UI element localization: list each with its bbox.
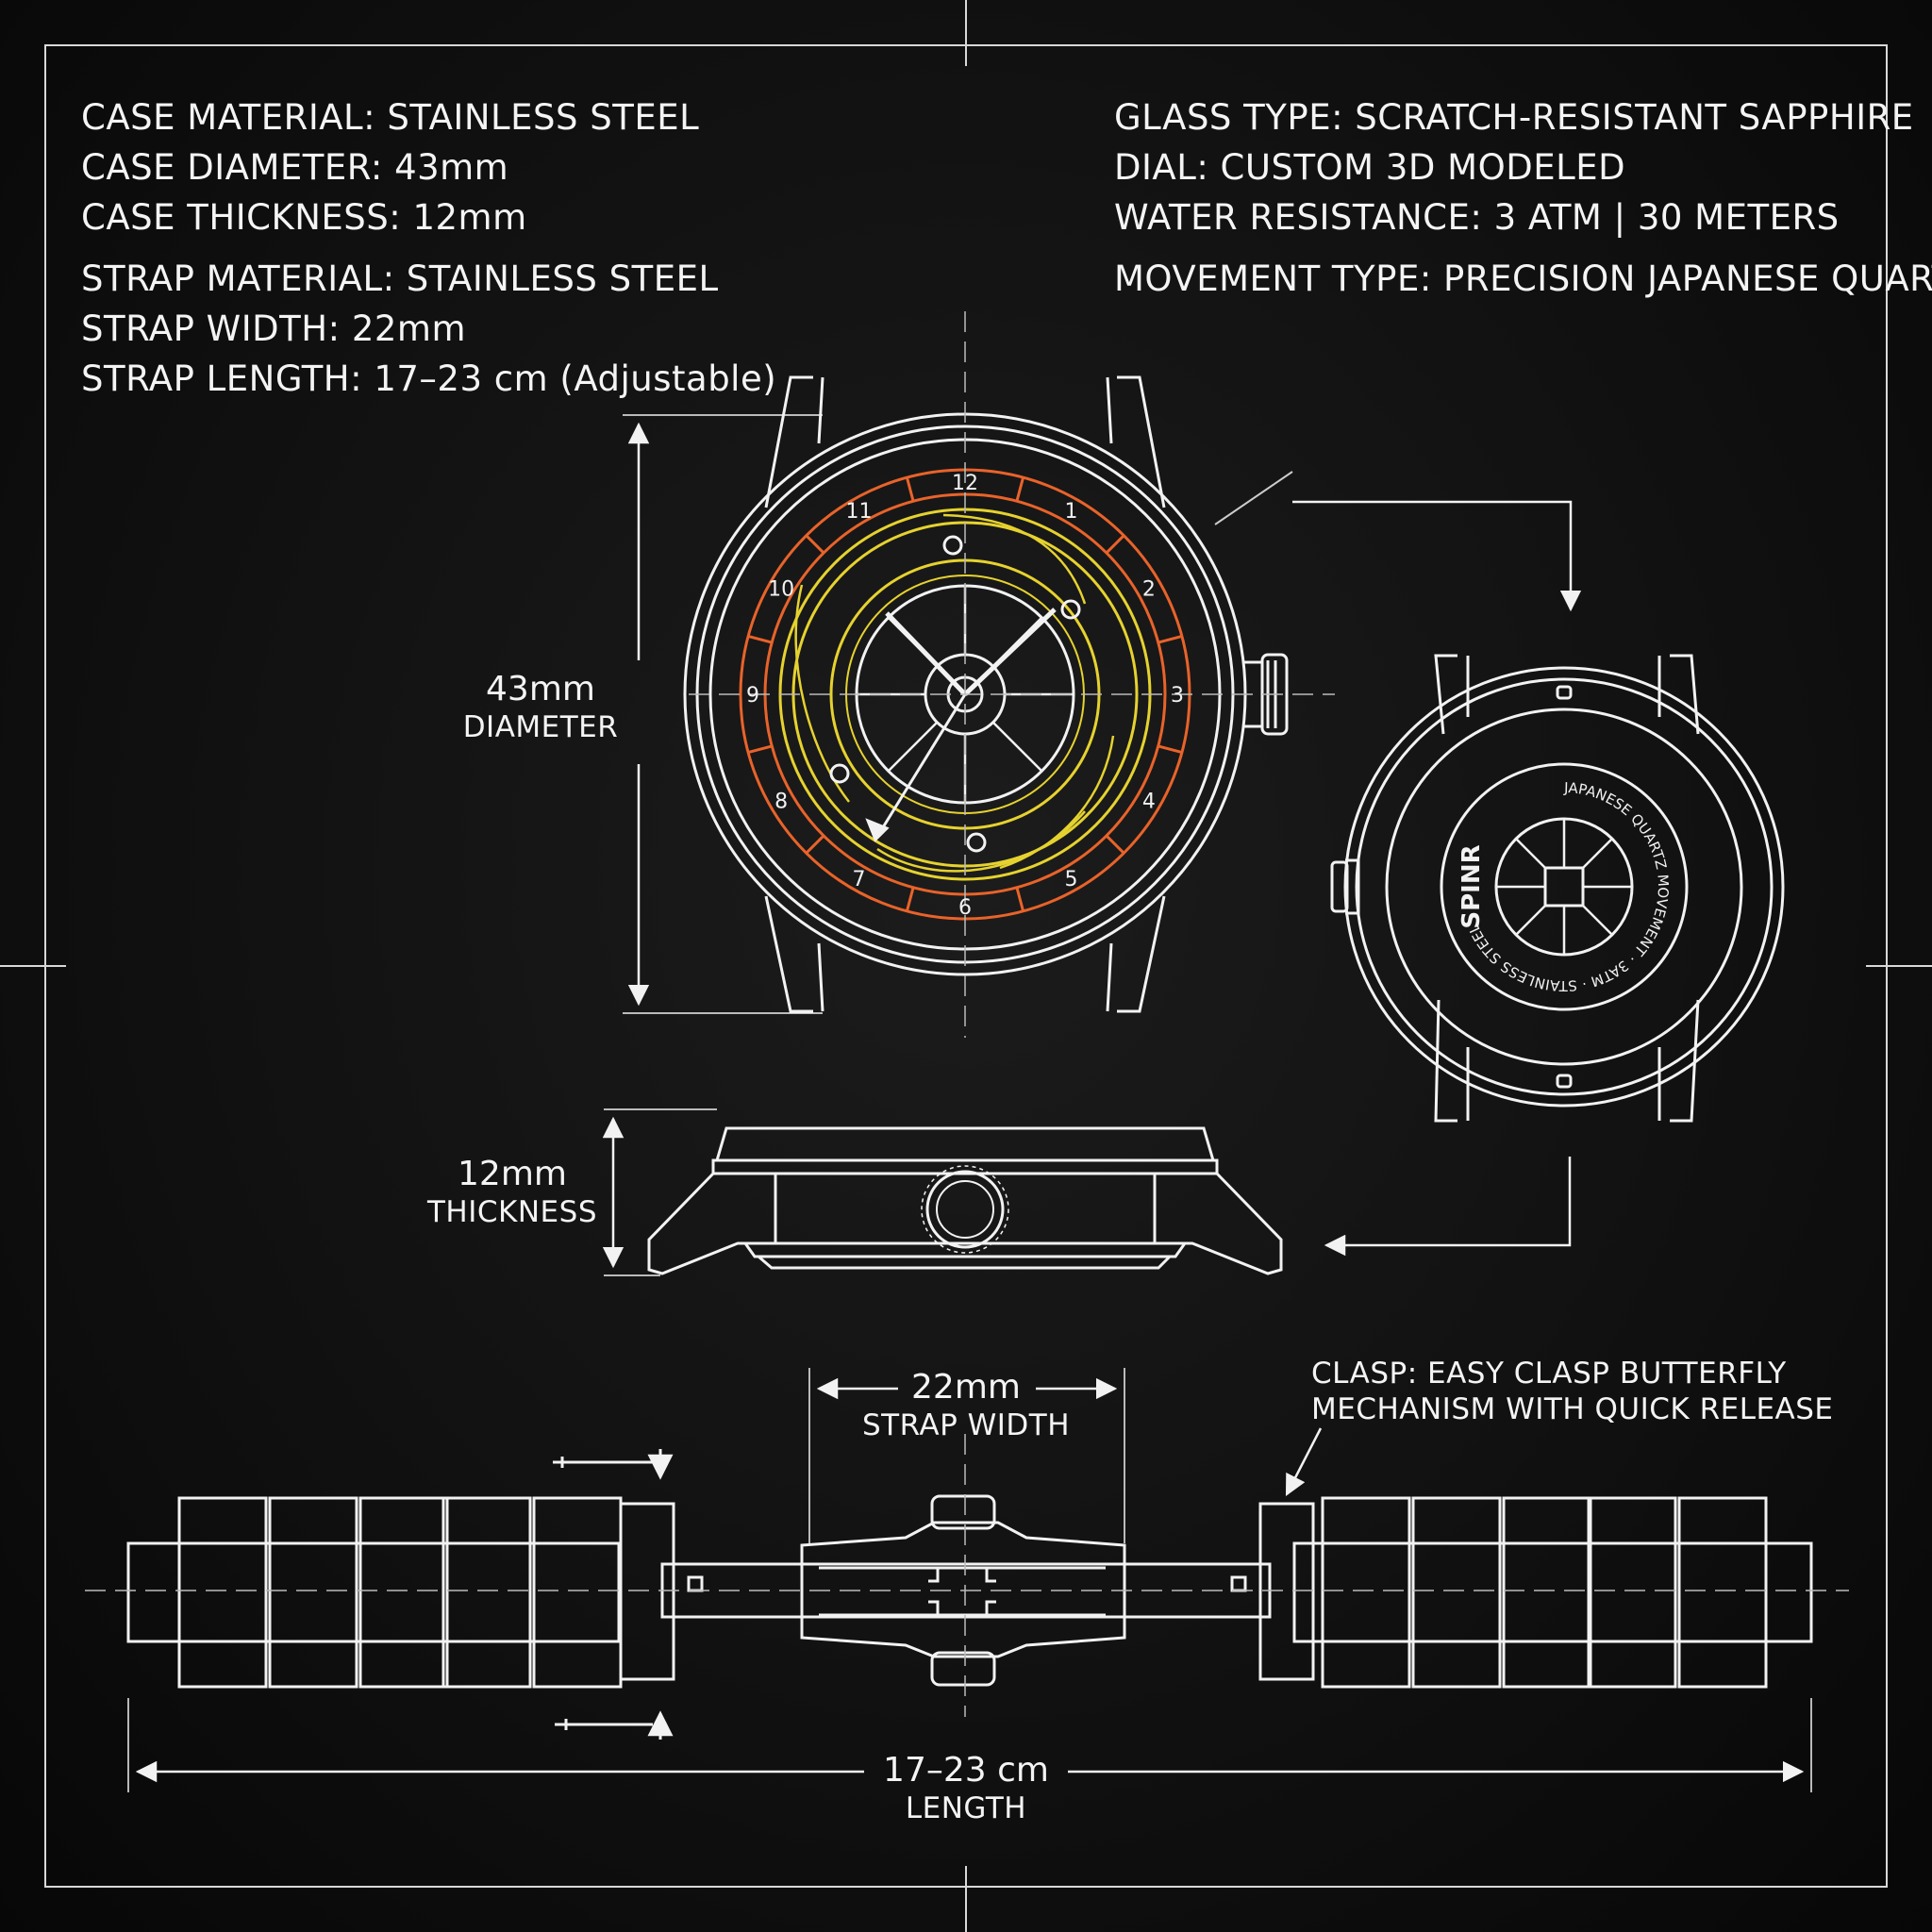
spec-strap-length: STRAP LENGTH: 17–23 cm (Adjustable) bbox=[81, 358, 777, 399]
spec-movement-type: MOVEMENT TYPE: PRECISION JAPANESE QUARTZ bbox=[1114, 258, 1932, 299]
dial-numeral-4: 4 bbox=[1142, 791, 1156, 814]
dial-numeral-9: 9 bbox=[746, 684, 759, 708]
spec-strap-width: STRAP WIDTH: 22mm bbox=[81, 308, 466, 349]
dial-notch bbox=[805, 834, 825, 855]
dial-numeral-7: 7 bbox=[853, 868, 866, 891]
dial-numeral-12: 12 bbox=[952, 472, 978, 495]
dial-numeral-6: 6 bbox=[958, 896, 972, 920]
specs-right: GLASS TYPE: SCRATCH-RESISTANT SAPPHIRE D… bbox=[1114, 92, 1932, 304]
dial-notch bbox=[747, 744, 773, 755]
dial-numeral-2: 2 bbox=[1142, 578, 1156, 602]
spec-dial: DIAL: CUSTOM 3D MODELED bbox=[1114, 147, 1626, 188]
clasp-note-line2: MECHANISM WITH QUICK RELEASE bbox=[1311, 1392, 1834, 1426]
thickness-label: 12mm THICKNESS bbox=[427, 1155, 597, 1229]
watch-back-view bbox=[1330, 654, 1785, 1123]
dial-notch bbox=[1158, 744, 1183, 755]
clasp-leader-arrow bbox=[1285, 1427, 1323, 1497]
spec-water-resistance: WATER RESISTANCE: 3 ATM | 30 METERS bbox=[1114, 197, 1840, 238]
caseback-brand: SPINR bbox=[1457, 844, 1486, 928]
dial-numeral-11: 11 bbox=[846, 500, 873, 524]
clasp-note-line1: CLASP: EASY CLASP BUTTERFLY bbox=[1311, 1357, 1787, 1391]
spec-strap-material: STRAP MATERIAL: STAINLESS STEEL bbox=[81, 258, 719, 299]
length-dimension bbox=[127, 1698, 1812, 1792]
spec-case-thickness: CASE THICKNESS: 12mm bbox=[81, 197, 527, 238]
thickness-dimension bbox=[602, 1108, 717, 1276]
dial-notch bbox=[1015, 887, 1025, 912]
dial-notch bbox=[1015, 476, 1025, 502]
strap-width-dimension bbox=[808, 1368, 1125, 1543]
dial-notch bbox=[747, 634, 773, 644]
diameter-dimension bbox=[623, 414, 823, 1014]
dial-notch bbox=[1105, 834, 1125, 855]
dial-numeral-10: 10 bbox=[768, 578, 794, 602]
watch-side-view bbox=[647, 1126, 1283, 1275]
length-label: 17–23 cm LENGTH bbox=[883, 1751, 1049, 1825]
dial-numeral-3: 3 bbox=[1171, 684, 1184, 708]
dial-numeral-5: 5 bbox=[1065, 868, 1078, 891]
clasp-note: CLASP: EASY CLASP BUTTERFLY MECHANISM WI… bbox=[1311, 1356, 1834, 1427]
bracelet-drawing bbox=[126, 1449, 1813, 1740]
specs-left: CASE MATERIAL: STAINLESS STEEL CASE DIAM… bbox=[81, 92, 776, 404]
spec-glass-type: GLASS TYPE: SCRATCH-RESISTANT SAPPHIRE bbox=[1114, 97, 1914, 138]
dial-numeral-8: 8 bbox=[774, 791, 788, 814]
dial-notch bbox=[1105, 534, 1125, 555]
dial-notch bbox=[1158, 634, 1183, 644]
dial-notch bbox=[805, 534, 825, 555]
view-connector-arrows bbox=[1292, 500, 1582, 1257]
diameter-label: 43mm DIAMETER bbox=[462, 670, 619, 744]
dial-notch bbox=[905, 887, 915, 912]
dial-notches bbox=[747, 476, 1183, 912]
strap-width-label: 22mm STRAP WIDTH bbox=[861, 1368, 1071, 1442]
caseback-ring-text: JAPANESE QUARTZ MOVEMENT · 3ATM · STAINL… bbox=[1461, 779, 1672, 994]
watch-front-view bbox=[683, 311, 1335, 1038]
dial-notch bbox=[905, 476, 915, 502]
dial-numeral-1: 1 bbox=[1065, 500, 1078, 524]
spec-case-material: CASE MATERIAL: STAINLESS STEEL bbox=[81, 97, 700, 138]
spec-case-diameter: CASE DIAMETER: 43mm bbox=[81, 147, 509, 188]
bracelet-centerline bbox=[85, 1434, 1849, 1717]
